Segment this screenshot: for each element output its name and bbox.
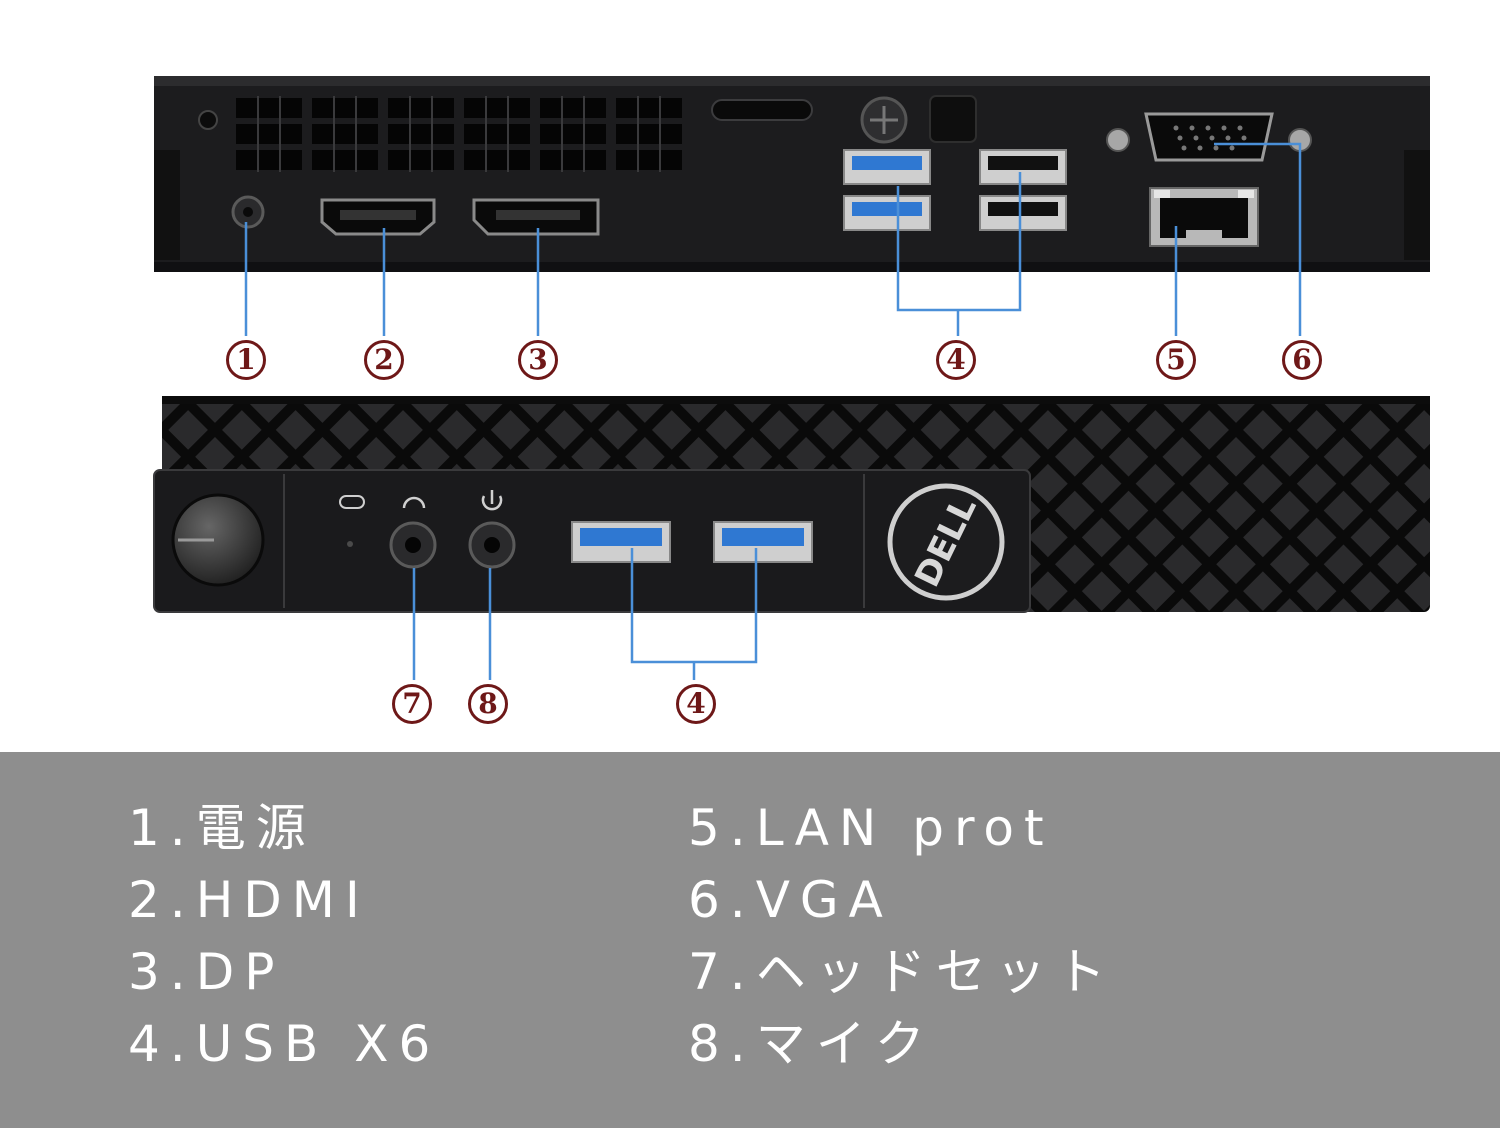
callout-3: 3 (518, 340, 558, 380)
usb3-port-icon (713, 521, 813, 563)
legend-item-lan: 5.LAN prot (688, 799, 1054, 857)
rear-vent-grille (236, 98, 682, 170)
power-jack-icon (231, 195, 265, 229)
usb2-port-icon (979, 149, 1067, 185)
headset-jack-icon (389, 521, 437, 569)
rear-callout-lines (244, 142, 1302, 336)
callout-8: 8 (468, 684, 508, 724)
usb3-port-icon (571, 521, 671, 563)
dell-logo: DELL (887, 483, 1005, 601)
port-legend: 1.電源 2.HDMI 3.DP 4.USB X6 5.LAN prot 6.V… (0, 752, 1500, 1128)
drive-activity-icon (339, 495, 365, 547)
mic-symbol-icon (481, 490, 503, 511)
legend-item-headset: 7.ヘッドセット (688, 943, 1116, 1001)
hdmi-port-icon (320, 198, 436, 236)
usb3-port-icon (843, 149, 931, 185)
callout-1: 1 (226, 340, 266, 380)
callout-2: 2 (364, 340, 404, 380)
legend-right-column: 5.LAN prot 6.VGA 7.ヘッドセット 8.マイク (688, 792, 1116, 1080)
legend-left-column: 1.電源 2.HDMI 3.DP 4.USB X6 (128, 792, 440, 1080)
front-callout-lines (412, 548, 758, 680)
mic-jack-icon (468, 521, 516, 569)
displayport-icon (472, 198, 600, 236)
callout-5: 5 (1156, 340, 1196, 380)
front-panel: DELL (153, 396, 1430, 613)
callout-7: 7 (392, 684, 432, 724)
usb3-port-icon (843, 195, 931, 231)
legend-item-power: 1.電源 (128, 799, 316, 857)
legend-item-hdmi: 2.HDMI (128, 871, 370, 929)
callout-6: 6 (1282, 340, 1322, 380)
legend-item-vga: 6.VGA (688, 871, 893, 929)
callout-4-rear: 4 (936, 340, 976, 380)
legend-item-dp: 3.DP (128, 943, 285, 1001)
product-photo: DELL (153, 76, 1430, 680)
callout-4-front: 4 (676, 684, 716, 724)
vga-port-icon (1106, 112, 1312, 162)
power-button-icon (171, 493, 265, 587)
rear-panel (154, 76, 1430, 272)
legend-item-mic: 8.マイク (688, 1015, 935, 1073)
rj45-port-icon (1149, 187, 1259, 247)
usb2-port-icon (979, 195, 1067, 231)
legend-item-usb: 4.USB X6 (128, 1015, 441, 1073)
headset-symbol-icon (402, 496, 426, 509)
